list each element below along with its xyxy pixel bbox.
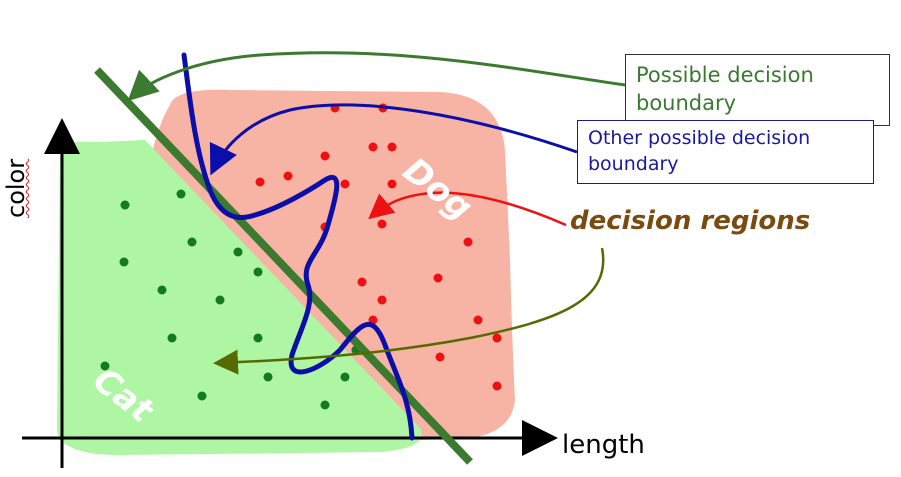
dog-point <box>368 142 378 152</box>
cat-region-arrow <box>213 247 605 375</box>
cat-point <box>340 372 350 382</box>
cat-point <box>215 295 225 305</box>
linear-boundary-arrow <box>127 51 626 102</box>
cat-point <box>187 237 197 247</box>
cat-region <box>57 140 422 455</box>
dog-point <box>377 219 387 229</box>
cat-point <box>120 200 130 210</box>
dog-point <box>387 179 397 189</box>
cat-point <box>197 391 207 401</box>
dog-point <box>473 315 483 325</box>
cat-point <box>253 333 263 343</box>
linear-decision-boundary <box>94 67 473 465</box>
other-boundary-line2: boundary <box>588 153 679 175</box>
curvy-decision-boundary <box>181 52 415 441</box>
cat-points <box>100 189 361 410</box>
possible-boundary-line2: boundary <box>636 91 737 115</box>
other-boundary-line1: Other possible decision <box>588 127 811 149</box>
dog-point <box>433 273 443 283</box>
dog-point <box>492 381 502 391</box>
cat-point <box>167 333 177 343</box>
cat-point <box>233 247 243 257</box>
other-boundary-callout: Other possible decision boundary <box>577 120 874 184</box>
cat-point <box>157 285 167 295</box>
cat-point <box>263 372 273 382</box>
x-axis-label: length <box>562 430 645 460</box>
dog-point <box>492 333 502 343</box>
cat-point <box>176 189 186 199</box>
decision-regions-label: decision regions <box>570 206 811 236</box>
cat-point <box>100 361 110 371</box>
dog-point <box>377 295 387 305</box>
curvy-boundary-arrow <box>209 103 578 176</box>
dog-point <box>387 142 397 152</box>
dog-region-arrow <box>368 191 567 227</box>
dog-region <box>150 89 515 440</box>
dog-point <box>357 277 367 287</box>
dog-point <box>283 171 293 181</box>
possible-boundary-line1: Possible decision <box>636 63 814 87</box>
dog-point <box>435 352 445 362</box>
dog-point <box>255 177 265 187</box>
cat-point <box>119 257 129 267</box>
dog-point <box>320 151 330 161</box>
y-axis-label: color <box>2 158 30 218</box>
cat-point <box>320 400 330 410</box>
dog-point <box>340 179 350 189</box>
cat-point <box>253 267 263 277</box>
dog-point <box>463 237 473 247</box>
possible-boundary-callout: Possible decision boundary <box>625 54 890 126</box>
